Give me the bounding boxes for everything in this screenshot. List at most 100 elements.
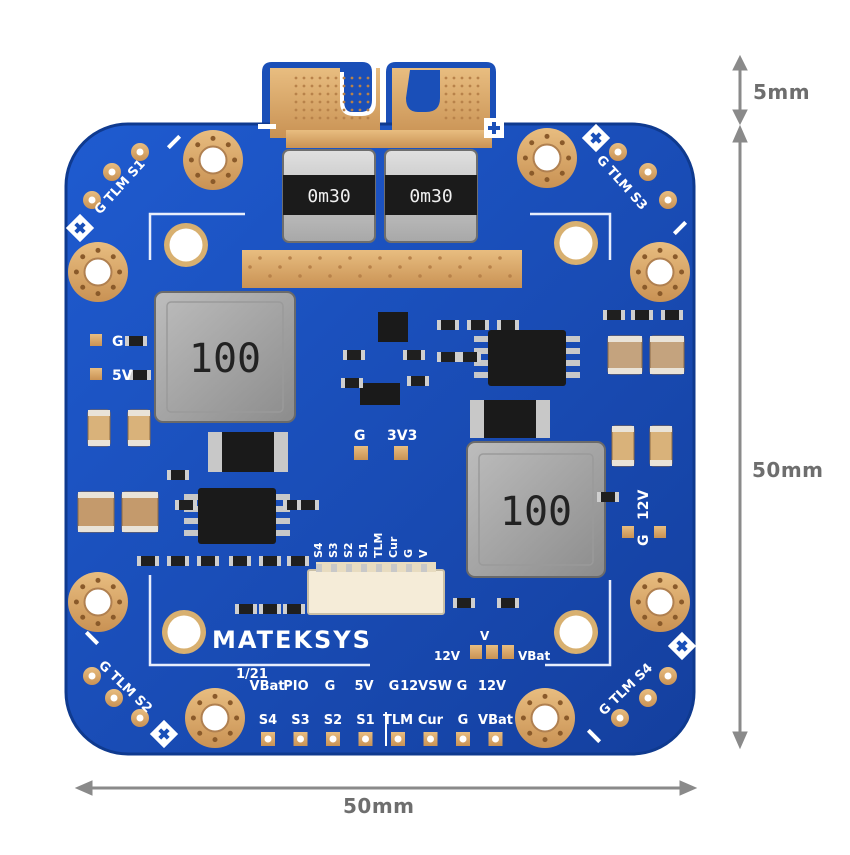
via [444, 116, 448, 120]
via [342, 108, 346, 112]
header-pad [456, 732, 470, 746]
connector-pin [331, 564, 337, 572]
capacitors [77, 335, 685, 533]
via [358, 76, 362, 80]
via [498, 256, 502, 260]
via [328, 274, 332, 278]
signal-pad [131, 709, 149, 727]
via [350, 92, 354, 96]
smd-resistor [403, 350, 425, 360]
smd-resistor [467, 320, 489, 330]
via [310, 116, 314, 120]
header-label-top: 5V [354, 679, 373, 694]
via [258, 256, 262, 260]
header-label-bottom: S4 [259, 713, 277, 728]
connector-pin-label: S1 [357, 542, 370, 558]
header-pad [423, 732, 438, 746]
header-label-top: 12V [478, 679, 506, 694]
smd-resistor [283, 604, 305, 614]
header-pad [391, 732, 405, 746]
smd-resistor [437, 320, 459, 330]
via [398, 265, 402, 269]
inductor-left: 100 [154, 291, 296, 423]
via [334, 76, 338, 80]
plus-icon [581, 123, 611, 153]
ic-right [474, 330, 580, 386]
via [294, 92, 298, 96]
via [342, 92, 346, 96]
pad-label-5v-left: 5V [112, 368, 133, 384]
via [476, 108, 480, 112]
pad-label-12v-jumper: 12V [434, 649, 461, 663]
connector-pin-label: S2 [342, 542, 355, 558]
copper-strip [242, 250, 522, 288]
via [366, 84, 370, 88]
via [310, 76, 314, 80]
capacitor [77, 491, 115, 533]
via [366, 116, 370, 120]
connector-pin-label: S3 [327, 542, 340, 558]
via [268, 274, 272, 278]
shunt-resistor-right: 0m30 [384, 149, 478, 243]
shunt-resistor-left: 0m30 [282, 149, 376, 243]
via [326, 108, 330, 112]
connector-pin [421, 564, 427, 572]
dimension-arrows [74, 54, 748, 796]
via [294, 116, 298, 120]
pad-label-vbat-jumper: VBat [518, 649, 551, 663]
header-label-top: 12VSW [400, 679, 452, 694]
smd-resistor [229, 556, 251, 566]
via [338, 265, 342, 269]
via [444, 92, 448, 96]
small-ic-center [360, 312, 408, 405]
mounting-holes [68, 128, 690, 748]
via [350, 84, 354, 88]
pad-label-g-center: G [354, 428, 366, 444]
via [476, 76, 480, 80]
smd-resistor [167, 556, 189, 566]
via [388, 274, 392, 278]
via [342, 84, 346, 88]
standoff-hole [554, 221, 598, 265]
smd-resistor [603, 310, 625, 320]
via [310, 100, 314, 104]
mounting-hole [185, 688, 245, 748]
shunt-marking-left: 0m30 [307, 186, 350, 207]
signal-pad [659, 667, 677, 685]
via [310, 84, 314, 88]
via [460, 100, 464, 104]
via [294, 76, 298, 80]
capacitor [649, 425, 673, 467]
via [452, 108, 456, 112]
via [460, 92, 464, 96]
via [334, 84, 338, 88]
via [302, 84, 306, 88]
standoff-hole [162, 610, 206, 654]
connector-pin-label: G [402, 549, 415, 558]
via [318, 92, 322, 96]
mounting-hole [517, 128, 577, 188]
pad-label-12v-right: 12V [636, 490, 652, 520]
standoff-hole [164, 223, 208, 267]
header-label-top: G [325, 679, 336, 694]
minus-icon [84, 124, 688, 744]
via [350, 116, 354, 120]
via [444, 100, 448, 104]
header-label-bottom: VBat [478, 713, 513, 728]
signal-pad [659, 191, 677, 209]
diode-right [470, 400, 550, 438]
via [294, 100, 298, 104]
via [318, 108, 322, 112]
via [508, 274, 512, 278]
via [358, 92, 362, 96]
connector-pin-label: V [417, 549, 430, 558]
mounting-hole [630, 242, 690, 302]
via [318, 256, 322, 260]
via [326, 100, 330, 104]
via [294, 108, 298, 112]
header-label-top: G [457, 679, 468, 694]
via [488, 265, 492, 269]
connector-pin-label: S4 [312, 542, 325, 558]
pad-label-g-left: G [112, 334, 124, 350]
